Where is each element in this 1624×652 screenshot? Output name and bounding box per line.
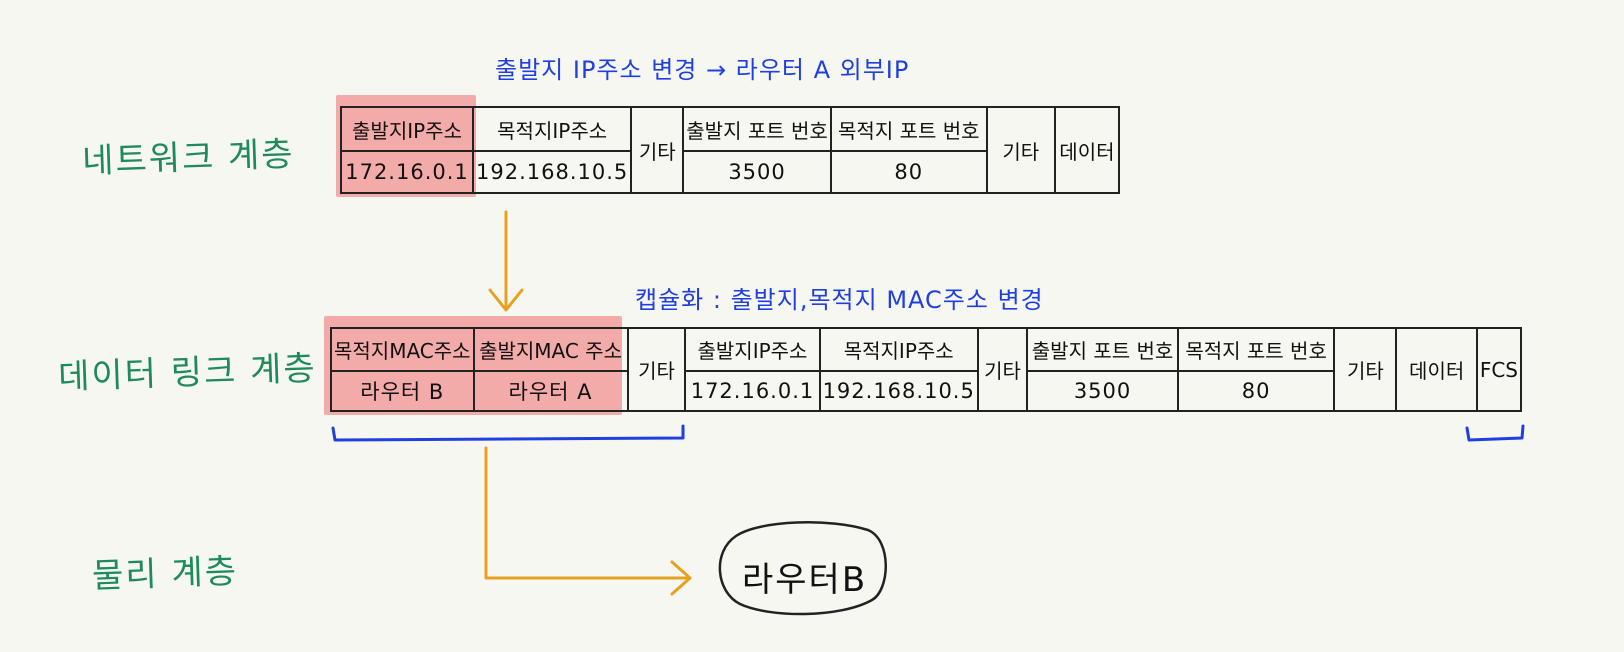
payload-cell: 데이터: [1053, 106, 1121, 194]
src-port-value: 3500: [1026, 369, 1179, 412]
etc-cell: 기타: [985, 106, 1056, 194]
router-b-label: 라우터B: [742, 560, 868, 600]
network-packet: 출발지IP주소 목적지IP주소 기타 출발지 포트 번호 목적지 포트 번호 기…: [340, 105, 1121, 194]
dst-ip-header: 목적지IP주소: [471, 105, 633, 153]
src-ip-header: 출발지IP주소: [684, 327, 821, 372]
dst-port-header: 목적지 포트 번호: [1176, 327, 1336, 372]
src-ip-value: 172.16.0.1: [340, 150, 474, 194]
down-arrow: [488, 210, 524, 312]
etc-cell: 기타: [976, 327, 1029, 412]
src-port-header: 출발지 포트 번호: [682, 105, 832, 153]
mac-header-brace: [331, 424, 685, 442]
src-ip-header: 출발지IP주소: [340, 105, 474, 153]
etc-cell: 기타: [626, 327, 687, 412]
dst-mac-value: 라우터 B: [330, 369, 475, 412]
dst-mac-header: 목적지MAC주소: [330, 327, 475, 372]
dst-port-value: 80: [829, 150, 988, 194]
fcs-brace: [1465, 424, 1525, 442]
src-mac-header: 출발지MAC 주소: [472, 327, 629, 372]
etc-cell: 기타: [1333, 327, 1398, 412]
dst-port-value: 80: [1176, 369, 1336, 412]
router-b-outline: [718, 521, 887, 616]
right-arrow: [484, 446, 692, 596]
dst-port-header: 목적지 포트 번호: [829, 105, 988, 153]
src-port-value: 3500: [682, 150, 832, 194]
fcs-cell: FCS: [1475, 327, 1523, 412]
encapsulation-note: 캡슐화 : 출발지,목적지 MAC주소 변경: [635, 286, 1044, 314]
dst-ip-value: 192.168.10.5: [818, 369, 979, 412]
dst-ip-value: 192.168.10.5: [471, 150, 633, 194]
src-mac-value: 라우터 A: [472, 369, 629, 412]
datalink-frame: 목적지MAC주소 출발지MAC 주소 기타 출발지IP주소 목적지IP주소 기타…: [330, 327, 1523, 412]
ip-change-note: 출발지 IP주소 변경 → 라우터 A 외부IP: [495, 56, 910, 84]
dst-ip-header: 목적지IP주소: [818, 327, 979, 372]
payload-cell: 데이터: [1395, 327, 1478, 412]
etc-cell: 기타: [630, 106, 685, 194]
src-port-header: 출발지 포트 번호: [1026, 327, 1179, 372]
src-ip-value: 172.16.0.1: [684, 369, 821, 412]
